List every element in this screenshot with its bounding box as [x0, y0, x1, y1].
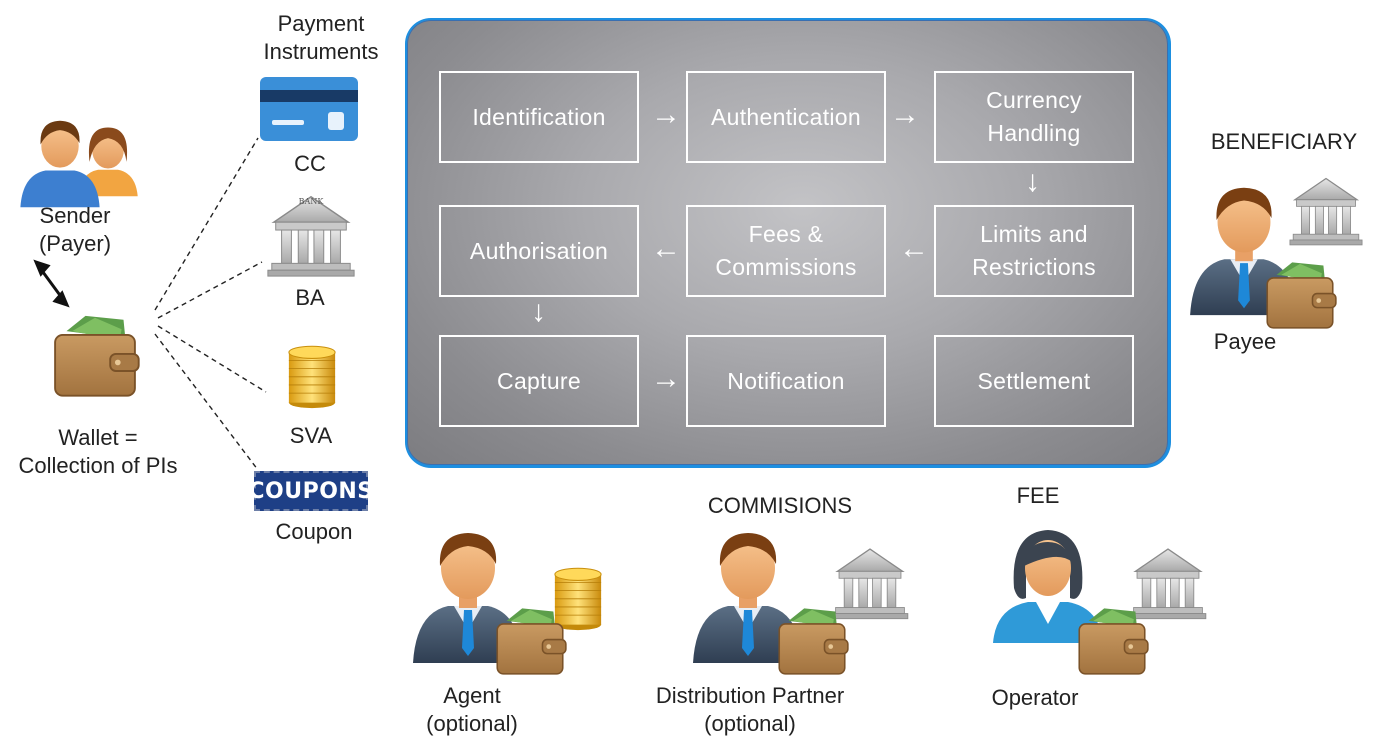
agent-line2: (optional) [426, 711, 518, 736]
step-capture: Capture [439, 335, 639, 427]
arrow-right-icon: → [651, 362, 681, 395]
distribution-partner-label: Distribution Partner (optional) [630, 682, 870, 738]
sender-line1: Sender [39, 203, 111, 228]
arrow-down-icon: ↓ [531, 295, 546, 328]
wallet-line1: Wallet = [58, 425, 138, 450]
arrow-left-icon: ← [899, 232, 929, 265]
bank-icon-ba: BANK [267, 195, 355, 277]
arrow-right-icon: → [651, 98, 681, 131]
sender-label: Sender (Payer) [20, 202, 130, 258]
arrow-left-icon: ← [651, 232, 681, 265]
wallet-connectors [154, 137, 267, 471]
credit-card-icon [260, 77, 358, 141]
step-identification: Identification [439, 71, 639, 163]
step-settlement: Settlement [934, 335, 1134, 427]
operator-illustration [993, 530, 1207, 675]
ba-label: BA [295, 285, 325, 310]
step-authentication: Authentication [686, 71, 886, 163]
operator-label: Operator [991, 685, 1079, 710]
step-fees-commissions: Fees & Commissions [686, 205, 886, 297]
cc-label: CC [294, 151, 326, 176]
sender-line2: (Payer) [38, 231, 112, 256]
step-identification-label: Identification [472, 103, 606, 130]
coupons-badge-icon: COUPONS [248, 471, 373, 511]
fee-title: FEE [1016, 483, 1060, 508]
payment-instruments-title: Payment Instruments [246, 10, 396, 66]
step-notification: Notification [686, 335, 886, 427]
commissions-title: COMMISIONS [707, 493, 853, 518]
step-limits-line2: Restrictions [972, 254, 1096, 280]
pi-title-line2: Instruments [263, 39, 379, 64]
step-limits-line1: Limits and [980, 221, 1088, 247]
sva-label: SVA [289, 423, 333, 448]
coupon-label: Coupon [275, 519, 353, 544]
payee-label: Payee [1213, 329, 1277, 354]
bank-sign-text: BANK [299, 197, 325, 206]
step-currency-handling: Currency Handling [934, 71, 1134, 163]
step-authorisation-label: Authorisation [469, 237, 609, 264]
step-currency-line1: Currency [986, 87, 1082, 113]
agent-line1: Agent [443, 683, 501, 708]
sender-illustration [20, 120, 138, 208]
step-settlement-label: Settlement [977, 367, 1091, 394]
step-limits-restrictions: Limits and Restrictions [934, 205, 1134, 297]
wallet-line2: Collection of PIs [18, 453, 178, 478]
agent-label: Agent (optional) [410, 682, 534, 738]
beneficiary-title: BENEFICIARY [1210, 129, 1358, 154]
step-fees-line1: Fees & [748, 221, 824, 247]
double-arrow-icon [33, 259, 70, 308]
step-authorisation: Authorisation [439, 205, 639, 297]
arrow-right-icon: → [890, 98, 920, 131]
payment-process-panel: Identification → Authentication → Curren… [405, 18, 1171, 468]
distribution-line1: Distribution Partner [655, 683, 845, 708]
step-capture-label: Capture [497, 367, 581, 394]
step-authentication-label: Authentication [711, 103, 861, 130]
step-notification-label: Notification [727, 367, 845, 394]
step-fees-line2: Commissions [715, 254, 857, 280]
step-currency-line2: Handling [987, 120, 1081, 146]
distribution-line2: (optional) [704, 711, 796, 736]
wallet-label: Wallet = Collection of PIs [0, 424, 196, 480]
arrow-down-icon: ↓ [1025, 165, 1040, 198]
pi-title-line1: Payment [277, 11, 365, 36]
